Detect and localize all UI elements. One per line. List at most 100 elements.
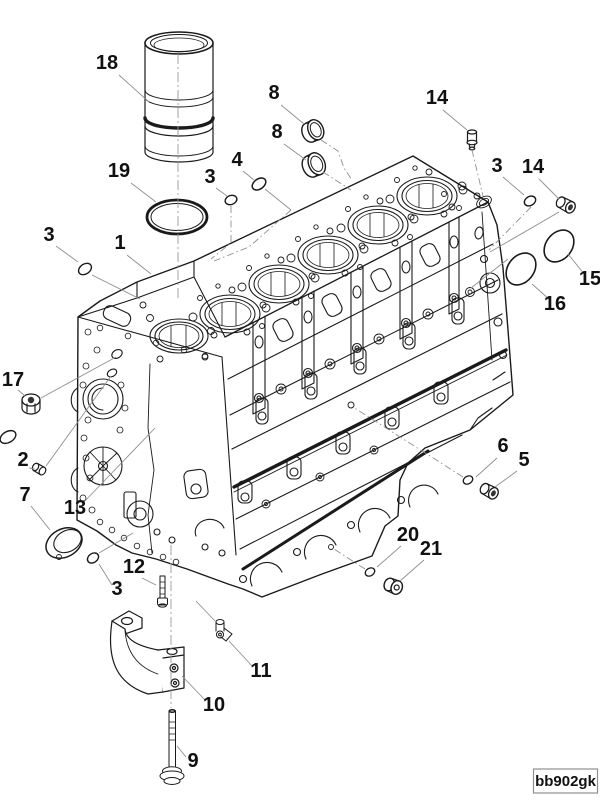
leader-line-8 bbox=[283, 143, 307, 161]
sensor-11 bbox=[215, 619, 233, 642]
cup-plug-7-hole bbox=[56, 554, 62, 560]
callout-13-16: 13 bbox=[64, 497, 86, 519]
leader-line-3 bbox=[502, 176, 525, 196]
extra-leader-11 bbox=[333, 548, 366, 570]
extra-leader-8 bbox=[489, 211, 560, 253]
cylinder-ribs bbox=[252, 216, 460, 415]
figure-code-label: bb902gk bbox=[535, 773, 597, 790]
cup-plug-8b bbox=[301, 152, 327, 178]
callout-2-14: 2 bbox=[17, 449, 28, 471]
main-bearing-arches bbox=[238, 484, 439, 587]
o-ring-3b bbox=[224, 194, 238, 206]
side-face-rails bbox=[227, 243, 511, 571]
deck-corner-holes bbox=[441, 181, 492, 211]
boss-tabs-lower bbox=[237, 381, 449, 504]
leader-line-16 bbox=[531, 283, 551, 301]
callout-12-18: 12 bbox=[123, 556, 145, 578]
callout-3-7: 3 bbox=[491, 155, 502, 177]
leader-line-18 bbox=[118, 74, 150, 103]
leader-line-6 bbox=[475, 457, 498, 478]
callout-8-5: 8 bbox=[271, 121, 282, 143]
callout-18-0: 18 bbox=[96, 52, 118, 74]
figure-code-box bbox=[532, 768, 599, 794]
callout-21-25: 21 bbox=[420, 538, 442, 560]
cup-plug-7 bbox=[45, 527, 83, 559]
hex-nut-17 bbox=[21, 393, 41, 415]
plug-5 bbox=[479, 482, 499, 500]
engine-block bbox=[70, 155, 514, 598]
plug-21 bbox=[383, 577, 404, 596]
leader-line-21 bbox=[399, 559, 425, 582]
leader-line-13 bbox=[82, 427, 156, 504]
leader-line-14 bbox=[538, 178, 560, 200]
leader-line-7 bbox=[30, 505, 51, 531]
callout-14-6: 14 bbox=[426, 87, 449, 109]
leader-line-4 bbox=[242, 170, 255, 181]
leader-line-15 bbox=[567, 253, 586, 276]
callout-6-22: 6 bbox=[497, 435, 508, 457]
extra-leader-15 bbox=[98, 532, 134, 554]
callout-7-15: 7 bbox=[19, 484, 30, 506]
leader-line-12 bbox=[141, 577, 157, 586]
o-ring-4 bbox=[251, 177, 267, 191]
callout-9-21: 9 bbox=[187, 750, 198, 772]
leader-line-14 bbox=[442, 109, 468, 131]
extra-leader-12 bbox=[195, 600, 217, 623]
leader-line-3 bbox=[55, 245, 79, 263]
figure-code: bb902gk bbox=[532, 768, 599, 794]
cup-plug-8a bbox=[301, 119, 325, 143]
leader-line-1 bbox=[126, 254, 152, 275]
liner-seal-ring bbox=[145, 198, 209, 236]
bolt-9 bbox=[159, 709, 185, 785]
callout-19-1: 19 bbox=[108, 160, 130, 182]
o-ring-15 bbox=[543, 229, 575, 263]
extra-leader-1 bbox=[210, 206, 232, 260]
callout-11-20: 11 bbox=[250, 660, 271, 682]
extra-leader-3 bbox=[213, 209, 292, 262]
o-ring-3d bbox=[86, 552, 100, 564]
extra-leader-4 bbox=[320, 139, 353, 181]
cam-bore bbox=[82, 378, 124, 420]
callout-8-4: 8 bbox=[268, 82, 279, 104]
cylinder-liner bbox=[143, 31, 215, 163]
plug-14b bbox=[555, 196, 576, 214]
callout-3-11: 3 bbox=[43, 224, 54, 246]
callout-4-3: 4 bbox=[231, 149, 243, 171]
leader-line-10 bbox=[181, 675, 207, 702]
o-ring-17 bbox=[0, 429, 17, 445]
leader-lines bbox=[17, 54, 586, 758]
cylinder-bore-1 bbox=[149, 318, 209, 354]
extra-leader-7 bbox=[488, 206, 532, 251]
extra-leader-6 bbox=[471, 149, 484, 197]
o-ring-6 bbox=[462, 475, 474, 485]
callout-3-17: 3 bbox=[111, 578, 122, 600]
callout-17-13: 17 bbox=[2, 369, 24, 391]
callout-3-2: 3 bbox=[204, 166, 215, 188]
callout-15-9: 15 bbox=[579, 268, 600, 290]
front-end-face bbox=[79, 301, 215, 566]
cylinder-bores bbox=[199, 176, 458, 334]
bolt-12 bbox=[157, 575, 168, 608]
extra-leader-9 bbox=[470, 258, 509, 289]
leader-line-19 bbox=[130, 182, 157, 203]
leader-line-9 bbox=[176, 745, 187, 758]
o-ring-16 bbox=[505, 252, 537, 286]
extra-leader-14 bbox=[45, 375, 112, 467]
fitting-14a bbox=[466, 129, 478, 151]
boss-tabs-upper bbox=[255, 297, 465, 425]
o-ring-3a bbox=[77, 262, 93, 276]
callout-16-10: 16 bbox=[544, 293, 566, 315]
extra-leader-5 bbox=[322, 171, 352, 191]
callout-10-19: 10 bbox=[203, 694, 225, 716]
extra-leader-13 bbox=[40, 356, 117, 399]
leader-line-8 bbox=[280, 104, 305, 125]
callout-20-24: 20 bbox=[397, 524, 419, 546]
leader-line-3 bbox=[98, 563, 113, 586]
leader-line-11 bbox=[228, 640, 254, 668]
extra-leader-0 bbox=[91, 274, 141, 300]
extra-leader-2 bbox=[264, 188, 292, 211]
leader-line-3 bbox=[215, 187, 228, 197]
